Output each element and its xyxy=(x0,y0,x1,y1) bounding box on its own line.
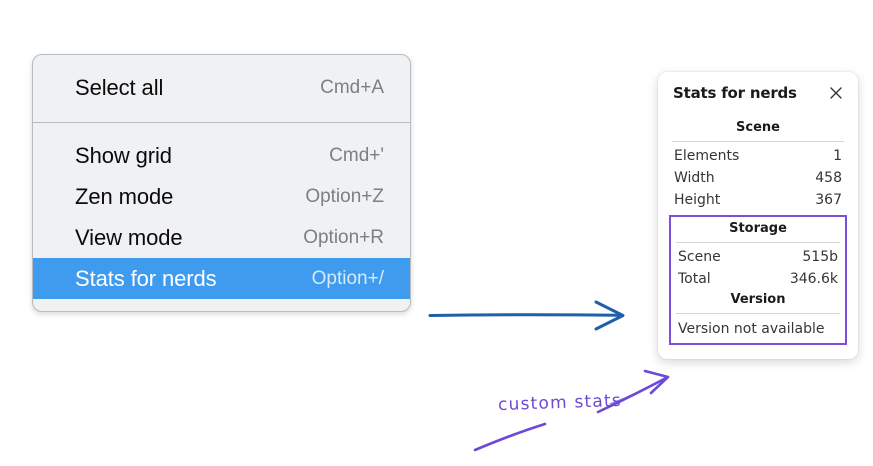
menu-item-label: Stats for nerds xyxy=(75,265,217,291)
section-divider xyxy=(676,313,840,314)
purple-underline-stroke xyxy=(473,422,547,452)
stat-label: Total xyxy=(678,271,711,287)
section-heading: Storage xyxy=(729,221,787,236)
stats-for-nerds-panel: Stats for nerds Scene Elements 1 Width 4… xyxy=(658,72,858,359)
custom-stats-highlight-box: Storage Scene 515b Total 346.6k Version … xyxy=(669,215,847,345)
section-heading: Version xyxy=(730,292,786,307)
stat-value: 346.6k xyxy=(789,271,838,287)
menu-item-zen-mode[interactable]: Zen mode Option+Z xyxy=(33,176,410,217)
menu-item-label: Zen mode xyxy=(75,183,174,209)
menu-group-2: Show grid Cmd+' Zen mode Option+Z View m… xyxy=(33,122,410,311)
menu-item-label: Select all xyxy=(75,74,164,100)
stats-panel-title: Stats for nerds xyxy=(673,84,797,102)
stat-value: 367 xyxy=(815,192,842,208)
stat-label: Scene xyxy=(678,249,721,265)
menu-item-shortcut: Cmd+A xyxy=(320,76,384,98)
version-value: Version not available xyxy=(678,321,825,337)
table-row: Width 458 xyxy=(670,167,846,189)
stat-value: 458 xyxy=(815,170,842,186)
section-divider xyxy=(676,242,840,243)
section-divider xyxy=(672,141,844,142)
close-icon[interactable] xyxy=(828,85,844,101)
menu-item-show-grid[interactable]: Show grid Cmd+' xyxy=(33,135,410,176)
table-row: Total 346.6k xyxy=(674,268,842,290)
section-scene: Scene Elements 1 Width 458 Height 367 xyxy=(670,118,846,211)
stat-label: Height xyxy=(674,192,721,208)
purple-arrow xyxy=(596,369,670,414)
menu-item-stats-for-nerds[interactable]: Stats for nerds Option+/ xyxy=(33,258,410,299)
stat-value: 1 xyxy=(833,148,842,164)
stat-value: 515b xyxy=(802,249,838,265)
stat-label: Width xyxy=(674,170,715,186)
stats-panel-header: Stats for nerds xyxy=(670,84,846,102)
menu-group-1: Select all Cmd+A xyxy=(33,55,410,122)
section-heading: Scene xyxy=(736,120,780,135)
section-storage: Storage Scene 515b Total 346.6k xyxy=(674,219,842,290)
menu-item-select-all[interactable]: Select all Cmd+A xyxy=(33,67,410,108)
menu-item-label: View mode xyxy=(75,224,183,250)
stat-label: Elements xyxy=(674,148,740,164)
blue-arrow xyxy=(428,300,625,331)
menu-item-shortcut: Option+/ xyxy=(311,267,384,289)
menu-item-shortcut: Option+R xyxy=(303,226,384,248)
menu-item-shortcut: Option+Z xyxy=(305,185,384,207)
menu-item-label: Show grid xyxy=(75,142,172,168)
context-menu[interactable]: Select all Cmd+A Show grid Cmd+' Zen mod… xyxy=(32,54,411,312)
annotation-label: custom stats xyxy=(497,390,623,416)
table-row: Scene 515b xyxy=(674,246,842,268)
section-version: Version Version not available xyxy=(674,290,842,339)
menu-item-view-mode[interactable]: View mode Option+R xyxy=(33,217,410,258)
menu-item-shortcut: Cmd+' xyxy=(329,144,384,166)
table-row: Elements 1 xyxy=(670,145,846,167)
table-row: Height 367 xyxy=(670,189,846,211)
